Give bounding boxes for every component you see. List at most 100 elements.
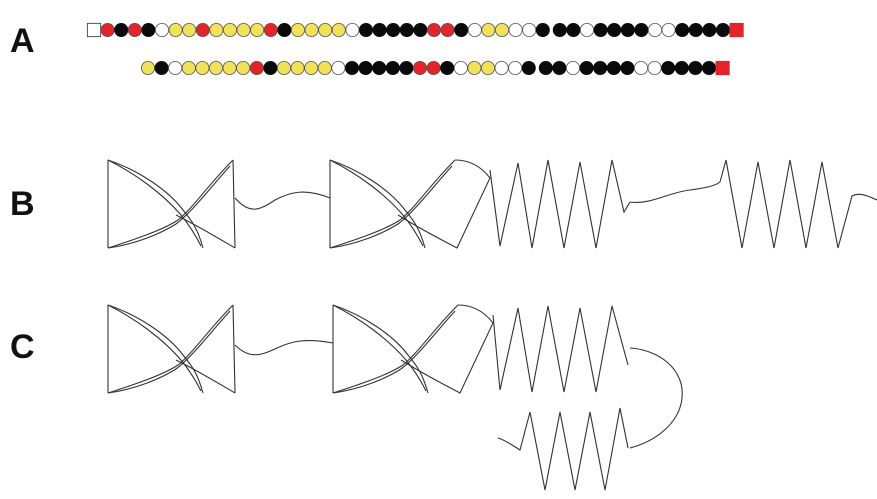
white-bead [580,22,595,37]
black-bead [386,22,401,37]
white-bead [508,22,523,37]
panel-label-a: A [10,22,35,60]
yellow-bead [290,61,305,76]
white-bead [345,22,360,37]
black-bead [399,22,414,37]
panel-c-structure [107,304,683,491]
black-bead [358,61,373,76]
yellow-bead [481,22,496,37]
white-bead [168,61,183,76]
black-bead [535,22,550,37]
end-square-marker [715,60,730,76]
sequence-row-2 [140,60,730,76]
linker-2 [629,181,721,203]
black-bead [538,61,553,76]
white-bead [508,61,523,76]
bowtie-domain-2 [332,304,494,394]
black-bead [399,61,414,76]
red-bead [249,61,264,76]
black-bead [263,61,278,76]
zigzag-domain-upper [492,305,629,393]
white-bead [154,22,169,37]
zigzag-domain-lower [497,407,629,491]
white-bead [522,22,537,37]
black-bead [688,61,703,76]
black-bead [634,22,649,37]
red-bead [440,22,455,37]
yellow-bead [494,22,509,37]
white-bead [494,61,509,76]
yellow-bead [222,61,237,76]
red-bead [195,22,210,37]
yellow-bead [222,22,237,37]
black-bead [372,22,387,37]
bowtie-domain-1 [107,304,236,394]
yellow-bead [182,22,197,37]
sequence-row-1 [86,22,744,38]
red-bead [100,22,115,37]
red-bead [263,22,278,37]
black-bead [358,22,373,37]
black-bead [661,61,676,76]
white-bead [331,61,346,76]
black-bead [675,22,690,37]
yellow-bead [317,61,332,76]
red-bead [412,61,427,76]
white-bead [648,22,663,37]
black-bead [593,22,608,37]
black-bead [454,22,469,37]
black-bead [688,22,703,37]
linker-1 [234,339,334,356]
yellow-bead [467,61,482,76]
yellow-bead [318,22,333,37]
black-bead [440,61,455,76]
black-bead [154,61,169,76]
black-bead [277,22,292,37]
yellow-bead [276,61,291,76]
black-bead [606,61,621,76]
yellow-bead [181,61,196,76]
bowtie-domain-1 [107,159,236,249]
black-bead [521,61,536,76]
black-bead [566,22,581,37]
white-bead [647,61,662,76]
black-bead [593,61,608,76]
black-bead [702,22,717,37]
zigzag-domain-1 [489,159,631,249]
yellow-bead [290,22,305,37]
linker-1 [234,191,331,210]
black-bead [620,61,635,76]
yellow-bead [195,61,210,76]
yellow-bead [304,61,319,76]
start-square-marker [86,22,102,38]
black-bead [372,61,387,76]
black-bead [344,61,359,76]
yellow-bead [168,22,183,37]
white-bead [634,61,649,76]
yellow-bead [208,61,223,76]
black-bead [413,22,428,37]
panel-label-b: B [10,185,35,223]
black-bead [114,22,129,37]
black-bead [579,61,594,76]
black-bead [716,22,731,37]
bowtie-domain-2 [329,159,491,249]
white-bead [453,61,468,76]
yellow-bead [250,22,265,37]
yellow-bead [140,61,155,76]
red-bead [426,22,441,37]
end-square-marker [729,22,744,38]
black-bead [702,61,717,76]
black-bead [620,22,635,37]
yellow-bead [331,22,346,37]
white-bead [566,61,581,76]
yellow-bead [236,61,251,76]
yellow-bead [209,22,224,37]
zigzag-domain-2 [719,159,877,249]
panel-b-structure [107,159,877,249]
panel-label-c: C [10,328,35,366]
black-bead [141,22,156,37]
black-bead [607,22,622,37]
yellow-bead [480,61,495,76]
